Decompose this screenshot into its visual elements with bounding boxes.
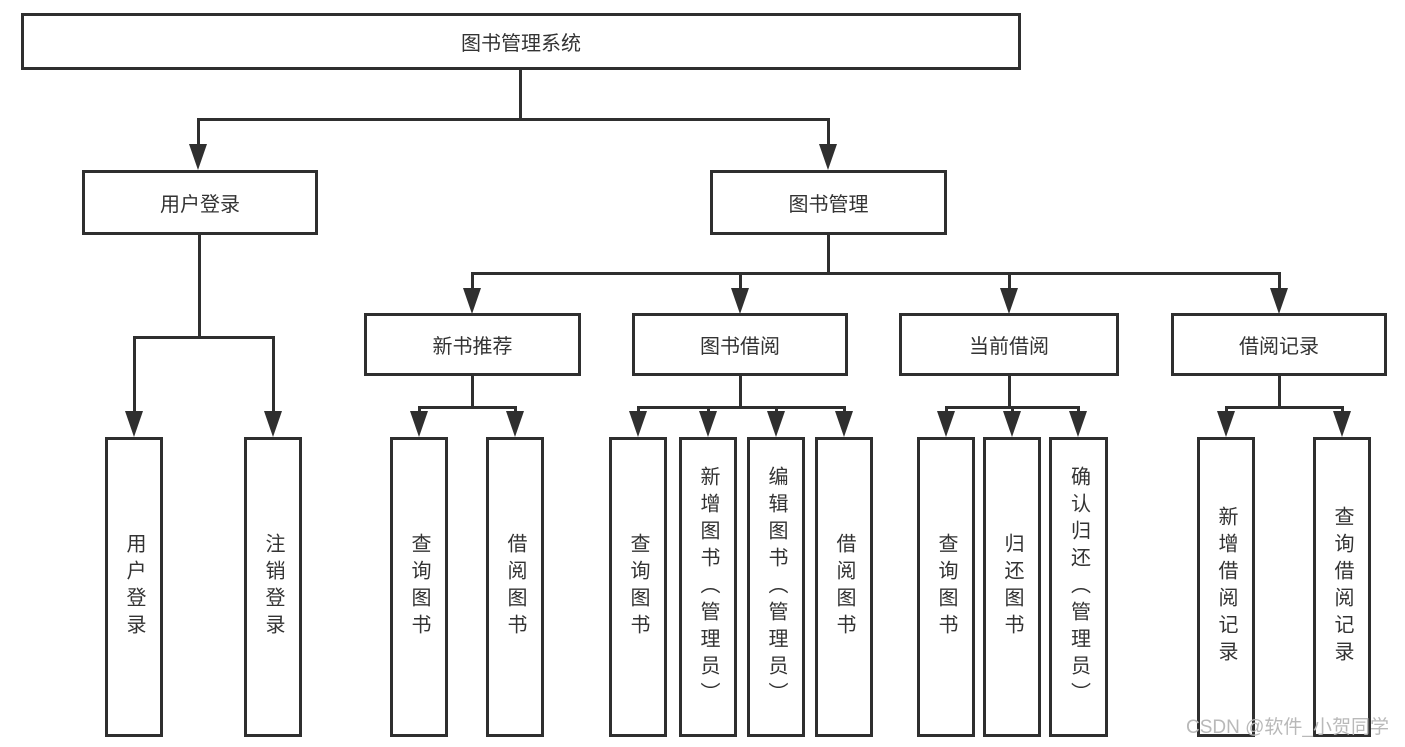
arrowhead-current-2 [1003, 411, 1021, 437]
connector-user-rail [133, 336, 275, 339]
node-borrow-records-label: 借阅记录 [1239, 336, 1319, 358]
arrowhead-borrowing-2 [699, 411, 717, 437]
arrowhead-borrowing-3 [767, 411, 785, 437]
connector-stem-recommend-2 [514, 406, 517, 414]
connector-root-trunk [519, 70, 522, 118]
connector-stem-borrowing [739, 272, 742, 292]
arrowhead-current-1 [937, 411, 955, 437]
connector-stem-logout [272, 336, 275, 413]
node-current-borrowing: 当前借阅 [899, 313, 1119, 376]
leaf-borrow-books-recommend: 借阅图书 [486, 437, 544, 737]
leaf-logout: 注销登录 [244, 437, 302, 737]
connector-user-trunk [198, 235, 201, 338]
arrowhead-logout [264, 411, 282, 437]
connector-stem-records [1278, 272, 1281, 292]
connector-stem-current [1008, 272, 1011, 292]
connector-stem-records-1 [1225, 406, 1228, 414]
leaf-add-book-admin-label: 新增图书（管理员） [697, 465, 719, 709]
node-user-login: 用户登录 [82, 170, 318, 235]
leaf-user-login-label: 用户登录 [123, 533, 145, 641]
arrowhead-records-2 [1333, 411, 1351, 437]
connector-stem-books [827, 118, 830, 148]
connector-recommend-trunk [471, 376, 474, 406]
connector-stem-recommend [471, 272, 474, 292]
connector-stem-current-1 [945, 406, 948, 414]
leaf-borrow-books-borrowing-label: 借阅图书 [833, 533, 855, 641]
connector-stem-records-2 [1341, 406, 1344, 414]
node-borrow-records: 借阅记录 [1171, 313, 1387, 376]
connector-stem-borrowing-4 [843, 406, 846, 414]
leaf-query-books-current: 查询图书 [917, 437, 975, 737]
connector-stem-user [197, 118, 200, 148]
node-root: 图书管理系统 [21, 13, 1021, 70]
leaf-add-borrow-record: 新增借阅记录 [1197, 437, 1255, 737]
node-root-label: 图书管理系统 [461, 33, 581, 55]
connector-borrowing-rail [637, 406, 846, 409]
leaf-user-login: 用户登录 [105, 437, 163, 737]
arrowhead-borrowing-4 [835, 411, 853, 437]
connector-stem-current-2 [1011, 406, 1014, 414]
node-book-borrowing-label: 图书借阅 [700, 336, 780, 358]
connector-books-rail [471, 272, 1280, 275]
connector-stem-borrowing-3 [775, 406, 778, 414]
arrowhead-records-1 [1217, 411, 1235, 437]
connector-current-trunk [1008, 376, 1011, 406]
connector-books-trunk [827, 235, 830, 274]
leaf-borrow-books-recommend-label: 借阅图书 [504, 533, 526, 641]
leaf-query-books-current-label: 查询图书 [935, 533, 957, 641]
connector-stem-recommend-1 [418, 406, 421, 414]
node-new-book-recommend-label: 新书推荐 [432, 336, 513, 358]
arrowhead-current [1000, 288, 1018, 314]
connector-stem-borrowing-2 [707, 406, 710, 414]
leaf-query-books-recommend-label: 查询图书 [408, 533, 430, 641]
connector-stem-user-login [133, 336, 136, 413]
leaf-query-books-recommend: 查询图书 [390, 437, 448, 737]
arrowhead-recommend-1 [410, 411, 428, 437]
arrowhead-recommend [463, 288, 481, 314]
leaf-confirm-return-admin: 确认归还（管理员） [1049, 437, 1108, 737]
leaf-query-borrow-record: 查询借阅记录 [1313, 437, 1371, 737]
leaf-add-book-admin: 新增图书（管理员） [679, 437, 737, 737]
connector-records-trunk [1278, 376, 1281, 406]
connector-borrowing-trunk [739, 376, 742, 406]
arrowhead-current-3 [1069, 411, 1087, 437]
leaf-borrow-books-borrowing: 借阅图书 [815, 437, 873, 737]
node-book-borrowing: 图书借阅 [632, 313, 848, 376]
leaf-confirm-return-admin-label: 确认归还（管理员） [1067, 465, 1090, 709]
leaf-query-books-borrowing-label: 查询图书 [627, 533, 649, 641]
leaf-edit-book-admin: 编辑图书（管理员） [747, 437, 805, 737]
arrowhead-recommend-2 [506, 411, 524, 437]
arrowhead-records [1270, 288, 1288, 314]
leaf-query-books-borrowing: 查询图书 [609, 437, 667, 737]
connector-root-rail [197, 118, 830, 121]
node-book-management-label: 图书管理 [788, 194, 869, 216]
node-book-management: 图书管理 [710, 170, 947, 235]
arrowhead-borrowing-1 [629, 411, 647, 437]
node-current-borrowing-label: 当前借阅 [969, 336, 1049, 358]
leaf-logout-label: 注销登录 [262, 533, 284, 641]
arrowhead-books [819, 144, 837, 170]
connector-stem-borrowing-1 [637, 406, 640, 414]
connector-records-rail [1225, 406, 1344, 409]
csdn-watermark: CSDN @软件_小贺同学 [1186, 717, 1389, 738]
leaf-return-book: 归还图书 [983, 437, 1041, 737]
connector-stem-current-3 [1077, 406, 1080, 414]
node-new-book-recommend: 新书推荐 [364, 313, 581, 376]
leaf-add-borrow-record-label: 新增借阅记录 [1215, 506, 1237, 668]
arrowhead-user [189, 144, 207, 170]
leaf-edit-book-admin-label: 编辑图书（管理员） [765, 465, 787, 709]
arrowhead-borrowing [731, 288, 749, 314]
leaf-return-book-label: 归还图书 [1001, 533, 1023, 641]
node-user-login-label: 用户登录 [160, 194, 240, 216]
leaf-query-borrow-record-label: 查询借阅记录 [1331, 506, 1353, 668]
arrowhead-user-login [125, 411, 143, 437]
connector-recommend-rail [418, 406, 517, 409]
